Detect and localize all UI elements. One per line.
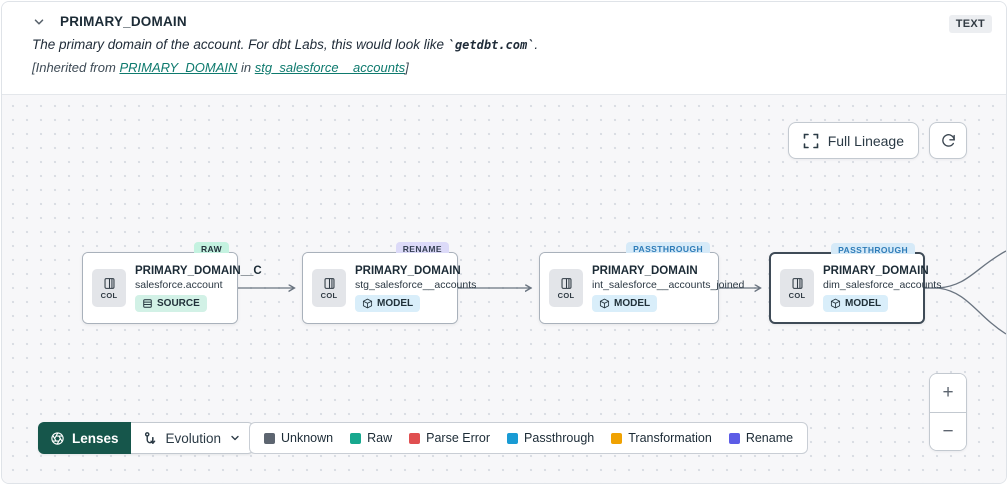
node-title: PRIMARY_DOMAIN__C — [135, 264, 262, 277]
resource-type-chip: MODEL — [823, 294, 889, 312]
aperture-icon — [51, 431, 64, 445]
zoom-out-button[interactable]: − — [930, 412, 966, 450]
chevron-down-icon — [231, 435, 239, 441]
columns-icon — [104, 277, 114, 289]
lens-dropdown[interactable]: Evolution — [130, 422, 255, 454]
column-header: PRIMARY_DOMAIN TEXT The primary domain o… — [2, 2, 1006, 95]
legend-swatch — [350, 432, 362, 444]
lenses-button[interactable]: Lenses — [38, 422, 131, 454]
resource-type-chip: SOURCE — [135, 294, 207, 312]
node-subtitle: salesforce.account — [135, 278, 223, 291]
lens-legend: Unknown Raw Parse Error Passthrough Tran… — [249, 422, 809, 454]
legend-swatch — [264, 432, 275, 444]
legend-item: Rename — [728, 431, 793, 445]
resource-type-chip: MODEL — [355, 294, 421, 312]
legend-item: Parse Error — [409, 431, 490, 445]
columns-icon — [792, 277, 802, 289]
node-title: PRIMARY_DOMAIN — [355, 264, 461, 277]
inherited-model-link[interactable]: stg_salesforce__accounts — [254, 60, 406, 75]
column-chip: COL — [312, 269, 346, 307]
column-title: PRIMARY_DOMAIN — [60, 14, 187, 29]
source-icon — [143, 298, 152, 308]
legend-swatch — [409, 432, 421, 444]
legend-item: Passthrough — [507, 431, 594, 445]
lenses-control: Lenses Evolution — [38, 422, 255, 454]
model-icon — [599, 298, 610, 308]
columns-icon — [324, 277, 334, 289]
column-chip: COL — [549, 269, 583, 307]
column-description: The primary domain of the account. For d… — [32, 37, 539, 52]
node-title: PRIMARY_DOMAIN — [592, 264, 698, 277]
legend-item: Unknown — [264, 431, 333, 445]
node-title: PRIMARY_DOMAIN — [823, 264, 929, 277]
legend-swatch — [728, 432, 740, 444]
legend-item: Raw — [350, 431, 392, 445]
node-subtitle: stg_salesforce__accounts — [355, 278, 477, 291]
lineage-node-dim[interactable]: PASSTHROUGH COL PRIMARY_DOMAIN dim_sales… — [769, 243, 942, 324]
lineage-node-source[interactable]: RAW COL PRIMARY_DOMAIN__C salesforce.acc… — [82, 242, 262, 324]
columns-icon — [561, 277, 571, 289]
inherited-column-link[interactable]: PRIMARY_DOMAIN — [119, 60, 238, 75]
lineage-node-stg[interactable]: RENAME COL PRIMARY_DOMAIN stg_salesforce… — [302, 242, 477, 324]
evolution-icon — [144, 431, 155, 444]
node-subtitle: dim_salesforce_accounts — [823, 278, 942, 291]
inherited-from-line: [Inherited from PRIMARY_DOMAIN in stg_sa… — [32, 60, 409, 75]
collapse-chevron-icon[interactable] — [32, 15, 46, 29]
refresh-icon — [941, 134, 955, 147]
code-snippet: `getdbt.com` — [447, 38, 535, 52]
resource-type-chip: MODEL — [592, 294, 658, 312]
zoom-controls: + − — [929, 373, 967, 451]
data-type-badge: TEXT — [948, 15, 992, 33]
zoom-in-button[interactable]: + — [930, 374, 966, 412]
legend-swatch — [507, 432, 519, 444]
lineage-canvas[interactable]: Full Lineage RAW COL PRIMARY_DOMAIN__C s… — [2, 95, 1006, 483]
legend-item: Transformation — [611, 431, 712, 445]
node-subtitle: int_salesforce__accounts_joined — [592, 278, 745, 291]
model-icon — [830, 298, 841, 308]
legend-swatch — [611, 432, 623, 444]
refresh-button[interactable] — [929, 122, 967, 159]
model-icon — [362, 298, 373, 308]
column-chip: COL — [92, 269, 126, 307]
expand-icon — [803, 133, 819, 148]
lineage-node-int[interactable]: PASSTHROUGH COL PRIMARY_DOMAIN int_sales… — [539, 242, 745, 324]
column-chip: COL — [780, 269, 814, 307]
full-lineage-button[interactable]: Full Lineage — [787, 122, 919, 159]
